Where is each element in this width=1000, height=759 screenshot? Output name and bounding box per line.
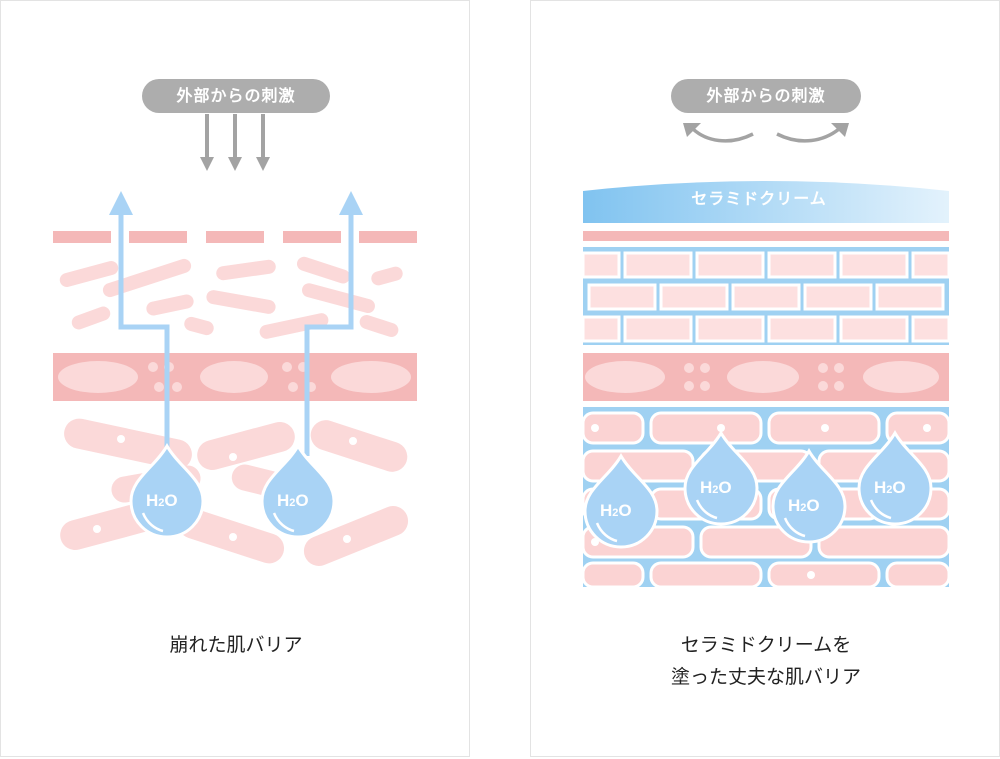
water-label: H2O [277,491,309,510]
ceramide-barrier-diagram: セラミドクリーム [581,123,951,589]
down-arrow-icon [256,114,270,171]
water-drop [583,452,659,549]
damaged-barrier-caption: 崩れた肌バリア [169,634,303,656]
scattered-cells [59,256,403,339]
water-drop [771,447,847,544]
water-label: H2O [788,496,820,515]
up-arrow-icon [339,191,363,215]
surface-layer [583,231,949,241]
cream-label: セラミドクリーム [691,190,827,208]
external-stimulus-label: 外部からの刺激 [671,79,861,113]
deflected-stimulus-arrows [691,127,841,143]
water-label: H2O [874,478,906,497]
granular-layer [53,353,417,401]
brick-wall-layer [581,247,951,345]
water-label: H2O [700,478,732,497]
curved-arrow-icon [683,123,701,137]
water-drop [129,442,205,539]
water-escape-arrows [118,211,354,456]
stimulus-arrows [200,114,270,171]
ceramide-cream-layer [583,181,949,223]
damaged-barrier-diagram: H2O H2O [53,114,417,566]
disordered-cells [60,418,409,566]
ceramide-barrier-panel: 外部からの刺激 セラミドクリーム [530,0,1000,757]
damaged-barrier-panel: 外部からの刺激 [0,0,470,757]
caption-line-1: セラミドクリームを [680,634,852,656]
water-drop [857,429,933,526]
caption-line-2: 塗った丈夫な肌バリア [670,666,861,688]
ceramide-barrier-caption: セラミドクリームを 塗った丈夫な肌バリア [531,629,1000,693]
water-drop [260,442,336,539]
water-label: H2O [600,501,632,520]
granular-layer [583,353,949,401]
external-stimulus-label: 外部からの刺激 [142,79,330,113]
water-label: H2O [146,491,178,510]
down-arrow-icon [200,114,214,171]
down-arrow-icon [228,114,242,171]
curved-arrow-icon [831,123,849,137]
water-drop [683,429,759,526]
broken-surface-layer [53,231,417,243]
up-arrow-icon [109,191,133,215]
